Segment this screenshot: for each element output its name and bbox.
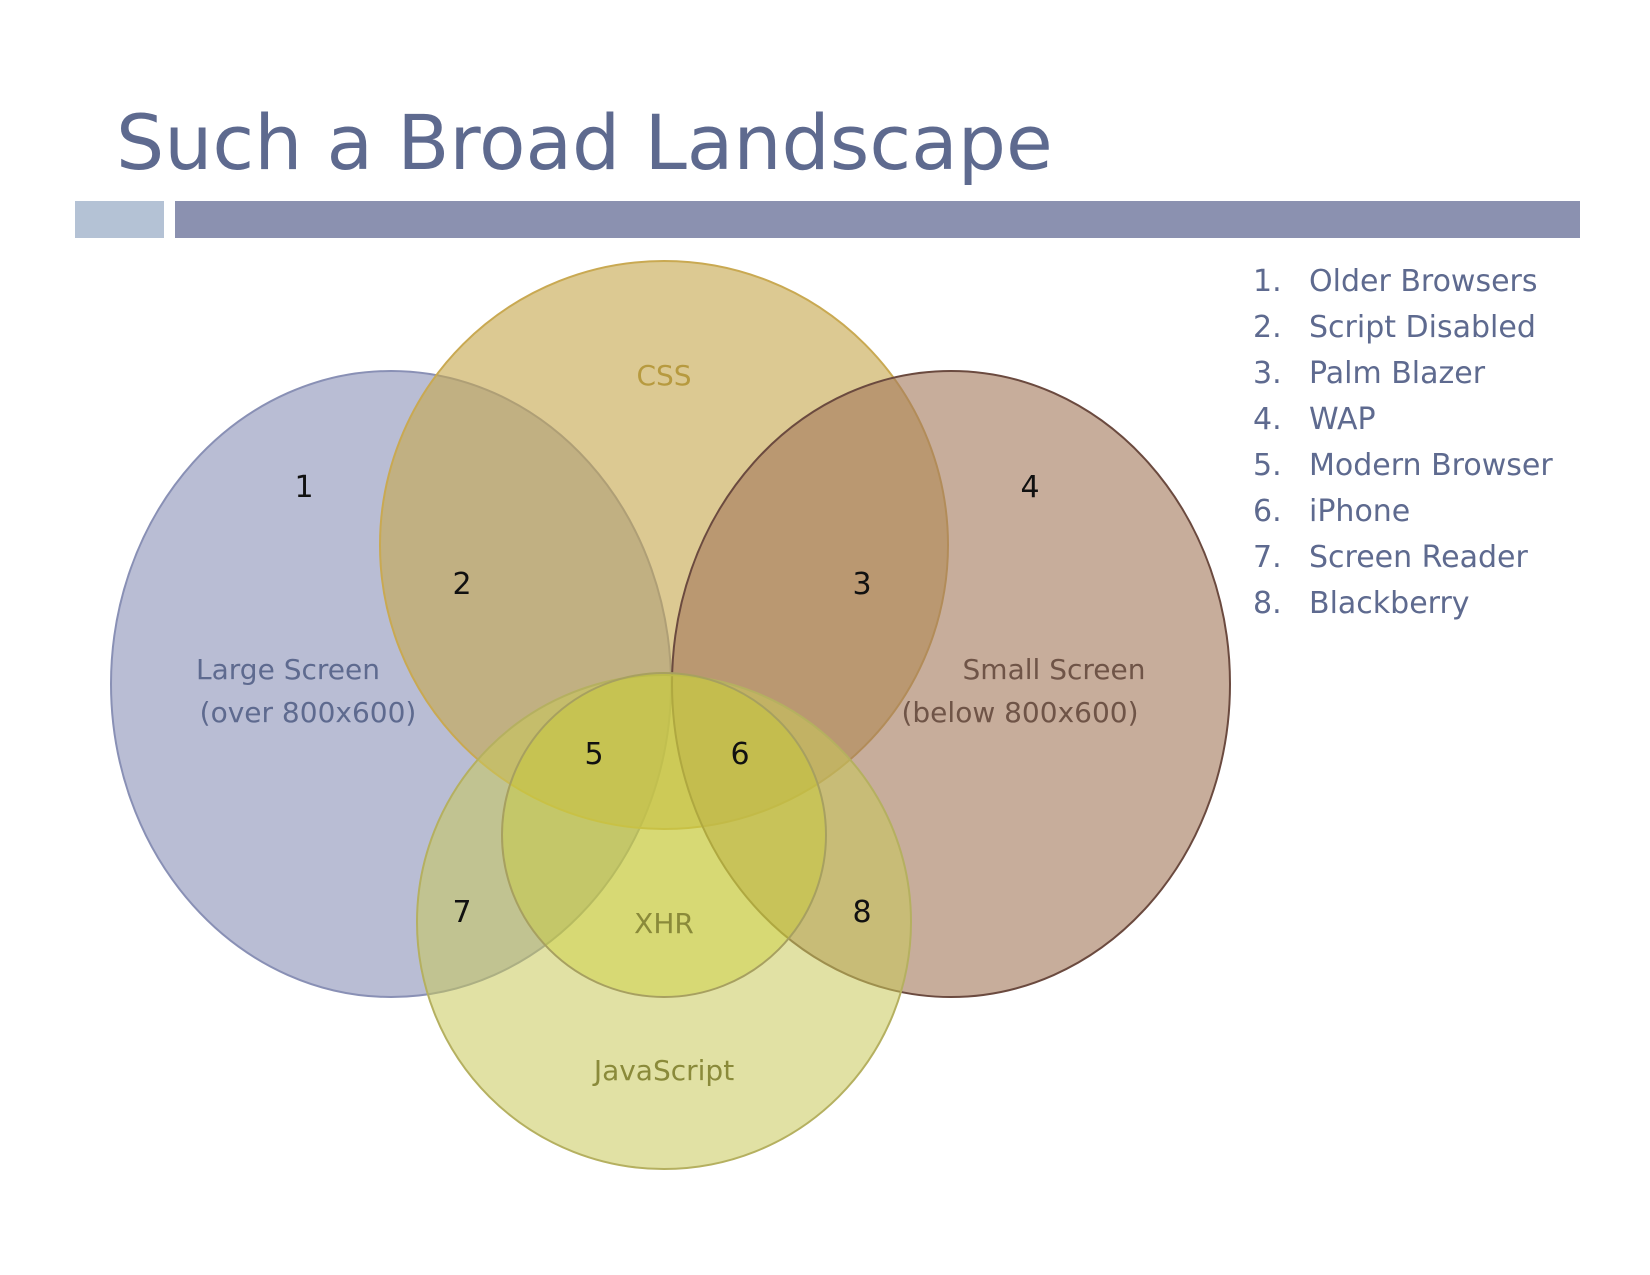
legend-item-number: 7. xyxy=(1253,540,1282,575)
region-label-3: 3 xyxy=(852,567,871,602)
legend-item: 2. Script Disabled xyxy=(1253,308,1553,354)
legend-item: 4. WAP xyxy=(1253,400,1553,446)
legend-item-label: Screen Reader xyxy=(1309,540,1528,575)
legend-item-number: 3. xyxy=(1253,356,1282,391)
set-xhr xyxy=(501,672,827,998)
set-label-small-screen-sub: (below 800x600) xyxy=(901,696,1138,729)
region-label-1: 1 xyxy=(294,470,313,505)
legend-item-label: Palm Blazer xyxy=(1309,356,1486,391)
legend-item-label: WAP xyxy=(1309,402,1376,437)
set-label-xhr: XHR xyxy=(634,907,694,940)
region-label-2: 2 xyxy=(452,567,471,602)
legend-item-number: 4. xyxy=(1253,402,1282,437)
legend-item-number: 8. xyxy=(1253,586,1282,621)
region-label-6: 6 xyxy=(730,737,749,772)
legend-item-number: 2. xyxy=(1253,310,1282,345)
region-label-5: 5 xyxy=(584,737,603,772)
legend-item: 3. Palm Blazer xyxy=(1253,354,1553,400)
legend-item-label: Modern Browser xyxy=(1309,448,1553,483)
legend-item-label: Older Browsers xyxy=(1309,264,1538,299)
legend-item-label: iPhone xyxy=(1309,494,1411,529)
set-javascript xyxy=(416,674,912,1170)
legend-item: 7. Screen Reader xyxy=(1253,538,1553,584)
set-label-small-screen: Small Screen xyxy=(963,653,1146,686)
legend-item: 8. Blackberry xyxy=(1253,584,1553,630)
set-label-large-screen: Large Screen xyxy=(196,653,380,686)
legend-item-number: 1. xyxy=(1253,264,1282,299)
region-label-8: 8 xyxy=(852,895,871,930)
legend-list: 1. Older Browsers 2. Script Disabled 3. Pal… xyxy=(1253,262,1553,630)
set-label-javascript: JavaScript xyxy=(592,1054,734,1087)
set-label-large-screen-sub: (over 800x600) xyxy=(200,696,417,729)
set-label-css: CSS xyxy=(636,359,691,392)
legend-item-label: Script Disabled xyxy=(1309,310,1536,345)
legend-item: 1. Older Browsers xyxy=(1253,262,1553,308)
region-label-7: 7 xyxy=(452,895,471,930)
legend-item: 5. Modern Browser xyxy=(1253,446,1553,492)
title-accent-block xyxy=(75,201,164,238)
legend-item-label: Blackberry xyxy=(1309,586,1470,621)
legend-item-number: 5. xyxy=(1253,448,1282,483)
legend-item: 6. iPhone xyxy=(1253,492,1553,538)
region-label-4: 4 xyxy=(1020,470,1039,505)
slide-title: Such a Broad Landscape xyxy=(116,98,1053,187)
title-underline-bar xyxy=(175,201,1580,238)
legend-item-number: 6. xyxy=(1253,494,1282,529)
